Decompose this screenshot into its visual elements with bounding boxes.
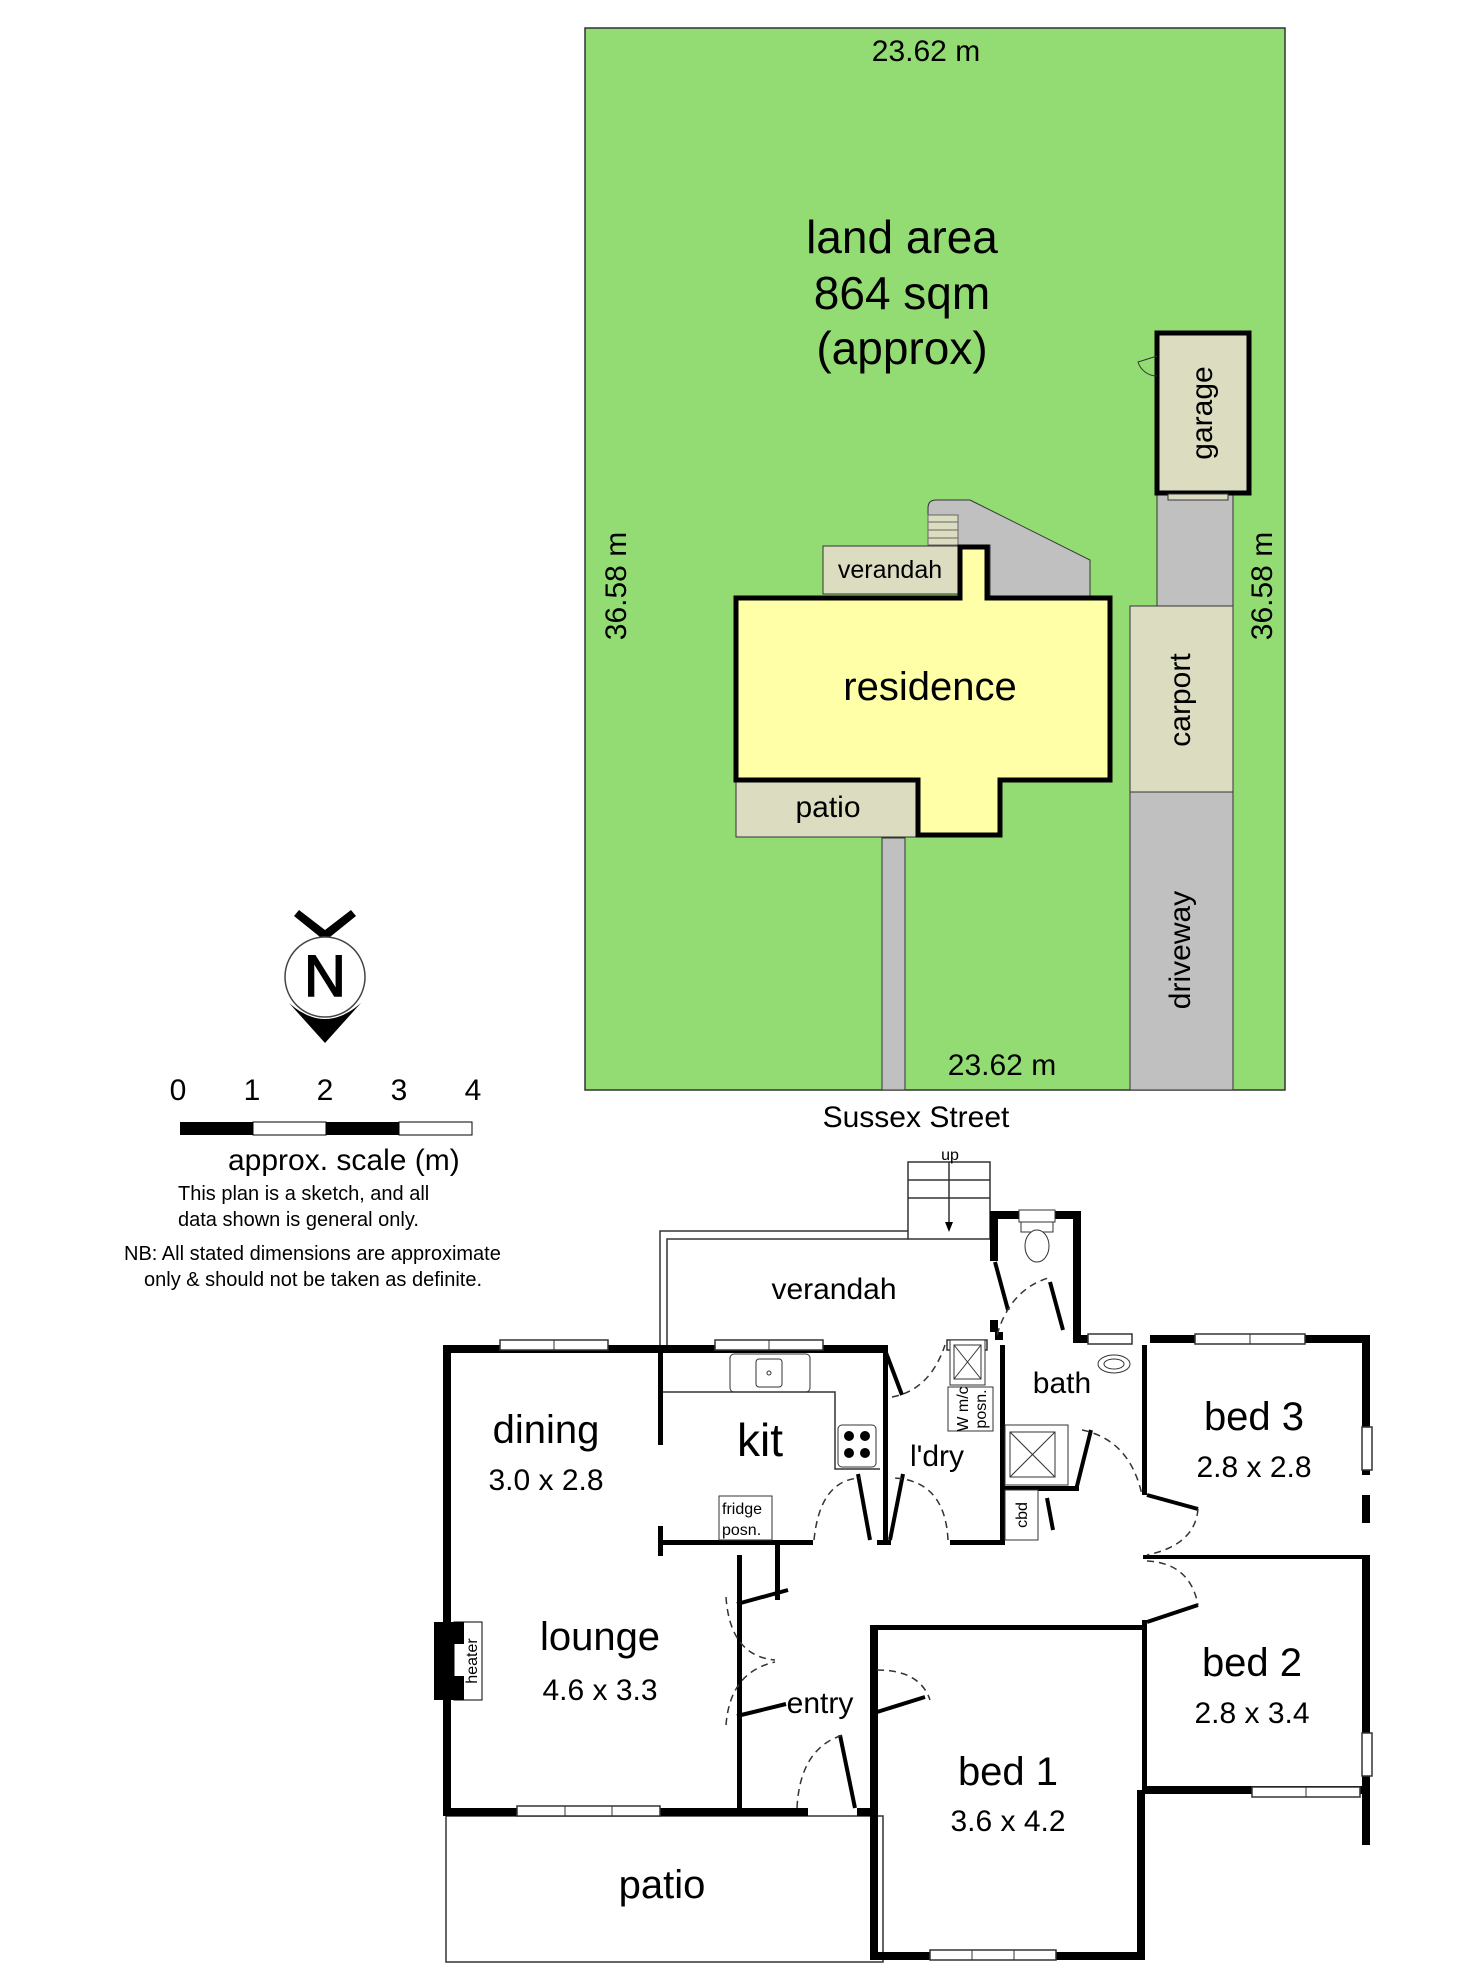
site-verandah-label: verandah [838, 556, 942, 584]
sink-icon [729, 1353, 811, 1393]
footpath [881, 837, 906, 1091]
north-arrow-icon: N [284, 910, 366, 1043]
fridge-position: fridge posn. [718, 1495, 773, 1541]
window [1361, 1732, 1373, 1777]
garage [1154, 330, 1252, 496]
site-patio [735, 781, 920, 838]
bed3-label: bed 3 [1204, 1395, 1304, 1439]
residence-label: residence [843, 665, 1016, 709]
bed2-label: bed 2 [1202, 1641, 1302, 1685]
site-verandah [822, 545, 959, 595]
wm-label-line2: posn. [973, 1389, 990, 1428]
carport [1129, 605, 1234, 793]
lounge-size: 4.6 x 3.3 [542, 1674, 657, 1707]
driveway-label: driveway [1164, 891, 1197, 1009]
land-area-line2: 864 sqm [814, 267, 990, 319]
scale-tick-0: 0 [170, 1074, 187, 1107]
bed3-size: 2.8 x 2.8 [1196, 1451, 1311, 1484]
legend: N 0 1 2 3 4 approx. scale (m) This plan … [124, 910, 501, 1291]
window [714, 1339, 824, 1351]
right-depth-dimension: 36.58 m [1246, 532, 1279, 640]
cbd-label: cbd [1014, 1502, 1031, 1528]
scale-label: approx. scale (m) [228, 1144, 460, 1177]
basin-icon [1097, 1354, 1131, 1374]
land-area-line3: (approx) [816, 322, 987, 374]
cooktop-icon [837, 1424, 877, 1468]
bottom-width-dimension: 23.62 m [948, 1049, 1056, 1082]
fridge-label-line1: fridge [722, 1501, 762, 1518]
street-name: Sussex Street [823, 1101, 1010, 1134]
scale-tick-1: 1 [244, 1074, 261, 1107]
dining-label: dining [493, 1408, 600, 1452]
bath-label: bath [1033, 1367, 1091, 1400]
driveway [1129, 791, 1234, 1091]
site-patio-label: patio [795, 791, 860, 824]
laundry-label: l'dry [910, 1440, 964, 1473]
window [1251, 1786, 1361, 1798]
stairs: up [907, 1147, 991, 1240]
stairs-arrow-icon [945, 1222, 953, 1232]
north-label: N [304, 944, 346, 1009]
heater: heater [434, 1621, 483, 1701]
scale-tick-3: 3 [391, 1074, 408, 1107]
garage-label: garage [1186, 366, 1219, 459]
garage-approach [1156, 489, 1234, 607]
patio-label: patio [619, 1863, 706, 1907]
entry-label: entry [787, 1687, 854, 1720]
site-plan: garage carport driveway verandah patio r… [584, 27, 1286, 1134]
carport-label: carport [1164, 653, 1197, 747]
kit-label: kit [737, 1414, 783, 1466]
land-area-line1: land area [806, 211, 998, 263]
toilet-icon [1018, 1209, 1056, 1263]
disclaimer-line2: data shown is general only. [178, 1209, 419, 1231]
scale-bar: 0 1 2 3 4 approx. scale (m) [170, 1074, 482, 1177]
floor-plan: patio up verandah [434, 1147, 1373, 1963]
window [499, 1339, 609, 1351]
bed1-label: bed 1 [958, 1750, 1058, 1794]
heater-label: heater [464, 1638, 481, 1684]
window [1361, 1426, 1373, 1471]
verandah-label: verandah [771, 1273, 896, 1306]
stairs-label: up [941, 1147, 959, 1164]
rear-paving [927, 499, 1091, 604]
disclaimer-line1: This plan is a sketch, and all [178, 1183, 429, 1205]
window [929, 1949, 1057, 1961]
scale-tick-2: 2 [317, 1074, 334, 1107]
shower-icon [1004, 1424, 1069, 1486]
window [1087, 1333, 1133, 1345]
lounge-label: lounge [540, 1615, 660, 1659]
dining-size: 3.0 x 2.8 [488, 1464, 603, 1497]
fridge-label-line2: posn. [722, 1522, 761, 1539]
nb-line2: only & should not be taken as definite. [144, 1269, 482, 1291]
top-width-dimension: 23.62 m [872, 35, 980, 68]
wm-label-line1: W m/c [955, 1386, 972, 1431]
nb-line1: NB: All stated dimensions are approximat… [124, 1243, 501, 1265]
left-depth-dimension: 36.58 m [600, 532, 633, 640]
cupboard: cbd [1004, 1489, 1039, 1541]
laundry-tub-icon [949, 1339, 986, 1386]
scale-tick-4: 4 [465, 1074, 482, 1107]
washing-machine-position: W m/c posn. [947, 1386, 994, 1432]
bed1-size: 3.6 x 4.2 [950, 1805, 1065, 1838]
bed2-size: 2.8 x 3.4 [1194, 1697, 1309, 1730]
residence [733, 544, 1113, 838]
window [516, 1805, 661, 1817]
window [1194, 1333, 1306, 1345]
